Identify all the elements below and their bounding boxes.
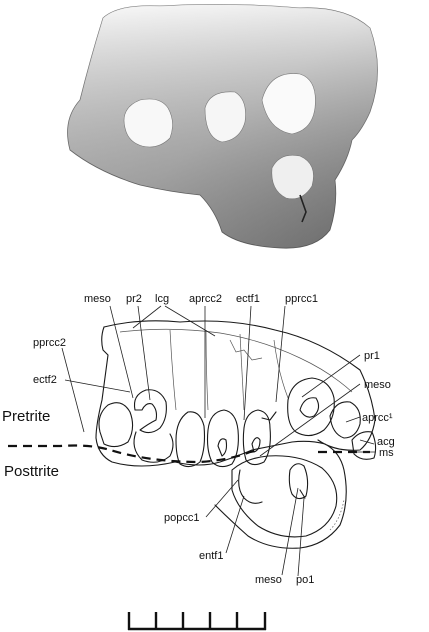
pr2-loop bbox=[134, 390, 166, 433]
pr1-loop bbox=[288, 378, 335, 436]
middle-loop-b-inner bbox=[252, 438, 260, 452]
leader-lines bbox=[62, 306, 375, 576]
acg-lobe bbox=[352, 432, 376, 460]
crown-upper-crack bbox=[230, 340, 262, 360]
label-aprcc1: aprcc¹ bbox=[362, 412, 393, 424]
label-ectf2: ectf2 bbox=[33, 374, 57, 386]
posttrite-label: Posttrite bbox=[4, 463, 59, 480]
label-meso-right: meso bbox=[364, 379, 391, 391]
label-pprcc1: pprcc1 bbox=[285, 293, 318, 305]
entf1-fold bbox=[239, 470, 262, 503]
furrow-2 bbox=[206, 330, 208, 410]
label-meso-top: meso bbox=[84, 293, 111, 305]
label-meso-bottom: meso bbox=[255, 574, 282, 586]
label-pr1: pr1 bbox=[364, 350, 380, 362]
ms-midline bbox=[8, 446, 370, 463]
label-entf1: entf1 bbox=[199, 550, 223, 562]
posttrite-lobe bbox=[232, 456, 337, 537]
label-aprcc2: aprcc2 bbox=[189, 293, 222, 305]
pr2-lower-lobe bbox=[134, 432, 173, 462]
label-popcc1: popcc1 bbox=[164, 512, 199, 524]
label-pprcc2: pprcc2 bbox=[33, 337, 66, 349]
tooth-photo-wear-lower bbox=[272, 155, 314, 199]
po1-dark-tip bbox=[300, 490, 305, 498]
crown-top-ridge bbox=[120, 329, 352, 392]
middle-loop-a-inner bbox=[218, 439, 227, 456]
left-cusp bbox=[99, 403, 133, 447]
label-ectf1: ectf1 bbox=[236, 293, 260, 305]
aprcc2-loop bbox=[176, 412, 205, 467]
label-pr2: pr2 bbox=[126, 293, 142, 305]
label-ms: ms bbox=[379, 447, 394, 459]
tooth-photo-wear-left bbox=[124, 99, 173, 147]
right-meso-loop bbox=[330, 402, 360, 438]
pretrite-label: Pretrite bbox=[2, 408, 50, 425]
tooth-photograph bbox=[68, 4, 378, 248]
po1-loop bbox=[289, 464, 307, 499]
label-po1: po1 bbox=[296, 574, 314, 586]
furrow-1 bbox=[170, 330, 176, 410]
label-lcg: lcg bbox=[155, 293, 169, 305]
scale-bar bbox=[128, 612, 266, 630]
furrow-3 bbox=[240, 334, 244, 410]
pr1-inner bbox=[300, 398, 319, 417]
